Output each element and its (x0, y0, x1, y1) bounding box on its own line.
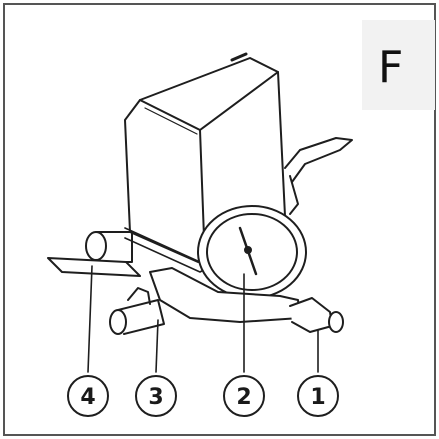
pressure-gauge-face (206, 213, 298, 291)
right-outlet-end (328, 311, 344, 333)
callout-2: 2 (223, 375, 265, 417)
leader-4 (87, 265, 93, 373)
callout-circle (297, 375, 339, 417)
panel-letter: F (378, 42, 403, 93)
pressure-gauge (197, 205, 307, 299)
lever-handle (284, 137, 353, 183)
flat-lever (47, 257, 141, 277)
left-fitting (85, 231, 107, 261)
callout-markers: 4 3 2 1 (67, 375, 339, 417)
callout-number: 1 (310, 385, 325, 410)
callout-circle (67, 375, 109, 417)
lever-arm (289, 175, 299, 215)
callout-3: 3 (135, 375, 177, 417)
drain-fitting (109, 309, 127, 335)
callout-circle (223, 375, 265, 417)
valve-actuator-drawing (47, 52, 353, 373)
panel-letter-box (362, 20, 435, 110)
gauge-pivot (244, 246, 252, 254)
drain-knob (127, 287, 151, 305)
callout-circle (135, 375, 177, 417)
actuator-top-edge (199, 71, 279, 131)
callout-number: 2 (236, 385, 251, 410)
leader-3 (155, 319, 159, 373)
top-indicator (230, 52, 248, 62)
callout-number: 4 (80, 385, 95, 410)
drain-body (117, 299, 165, 335)
callout-4: 4 (67, 375, 109, 417)
callout-number: 3 (148, 385, 163, 410)
callout-1: 1 (297, 375, 339, 417)
actuator-bevel (144, 107, 198, 135)
